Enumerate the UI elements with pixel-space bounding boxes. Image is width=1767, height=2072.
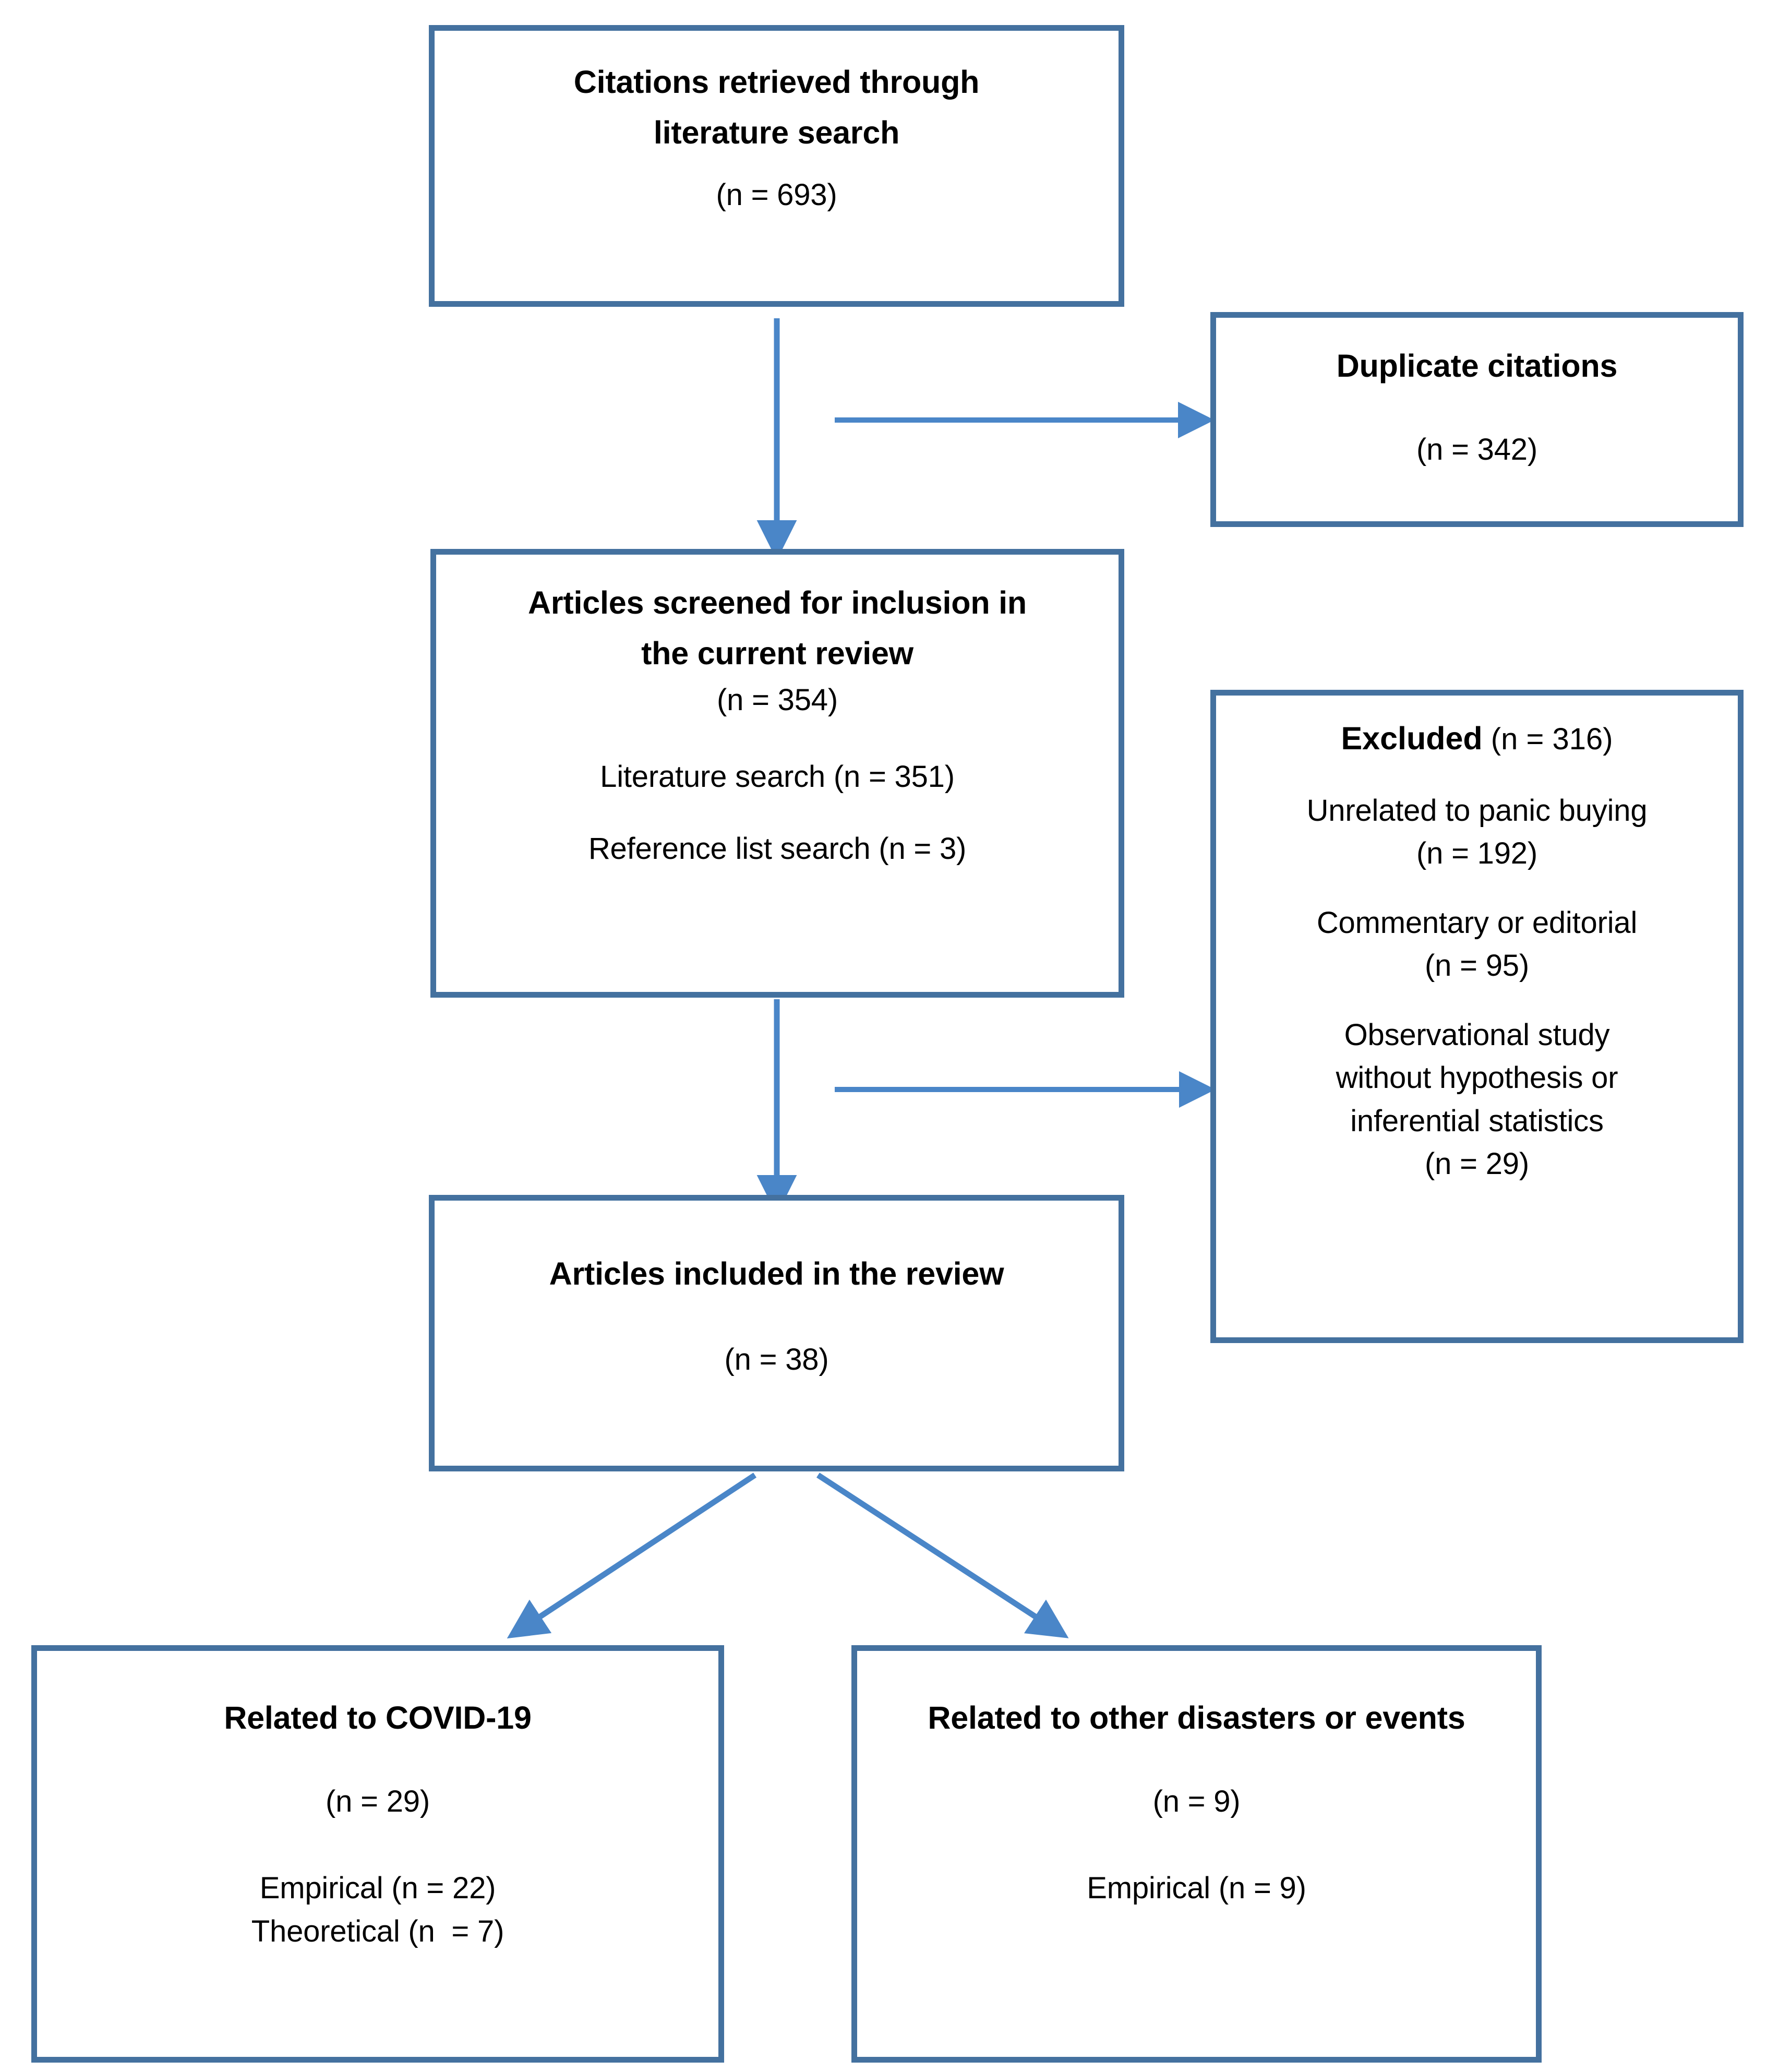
duplicate-citations-count: (n = 342) bbox=[1416, 432, 1537, 466]
box-excluded: Excluded (n = 316) Unrelated to panic bu… bbox=[1210, 690, 1744, 1343]
box-citations-retrieved: Citations retrieved through literature s… bbox=[429, 25, 1124, 307]
articles-included-count: (n = 38) bbox=[724, 1342, 829, 1376]
excluded-heading-count: (n = 316) bbox=[1482, 722, 1613, 756]
box-duplicate-citations: Duplicate citations (n = 342) bbox=[1210, 312, 1744, 527]
duplicate-citations-heading: Duplicate citations bbox=[1336, 348, 1618, 384]
related-covid-heading: Related to COVID-19 bbox=[224, 1700, 532, 1735]
box-articles-screened: Articles screened for inclusion in the c… bbox=[430, 549, 1124, 998]
excluded-reason3-line3: inferential statistics bbox=[1350, 1104, 1604, 1138]
excluded-reason3-count: (n = 29) bbox=[1425, 1147, 1529, 1181]
articles-screened-reference-list-search: Reference list search (n = 3) bbox=[588, 832, 967, 866]
excluded-reason2-count: (n = 95) bbox=[1425, 949, 1529, 983]
arrow-included-to-covid bbox=[507, 1472, 757, 1639]
related-covid-theoretical: Theoretical (n = 7) bbox=[251, 1914, 504, 1948]
articles-screened-literature-search: Literature search (n = 351) bbox=[600, 759, 955, 794]
related-covid-count: (n = 29) bbox=[326, 1784, 430, 1818]
box-related-other: Related to other disasters or events (n … bbox=[851, 1645, 1542, 2063]
related-covid-empirical: Empirical (n = 22) bbox=[259, 1871, 496, 1906]
excluded-reason2-text: Commentary or editorial bbox=[1316, 905, 1638, 940]
citations-retrieved-count: (n = 693) bbox=[716, 178, 837, 212]
box-related-covid: Related to COVID-19 (n = 29) Empirical (… bbox=[31, 1645, 724, 2063]
related-other-empirical: Empirical (n = 9) bbox=[1087, 1871, 1306, 1906]
related-other-heading: Related to other disasters or events bbox=[928, 1700, 1465, 1735]
articles-included-heading: Articles included in the review bbox=[549, 1256, 1004, 1291]
excluded-heading-label: Excluded bbox=[1341, 721, 1483, 756]
excluded-reason3-line2: without hypothesis or bbox=[1336, 1061, 1618, 1095]
articles-screened-heading-line1: Articles screened for inclusion in bbox=[528, 585, 1027, 620]
articles-screened-heading-line2: the current review bbox=[641, 635, 913, 671]
excluded-heading: Excluded (n = 316) bbox=[1341, 717, 1613, 760]
articles-screened-count: (n = 354) bbox=[717, 683, 838, 717]
excluded-reason1-count: (n = 192) bbox=[1416, 836, 1537, 871]
citations-retrieved-heading-line2: literature search bbox=[653, 114, 900, 150]
arrow-included-to-other bbox=[816, 1472, 1069, 1638]
excluded-reason3-line1: Observational study bbox=[1344, 1017, 1610, 1052]
citations-retrieved-heading-line1: Citations retrieved through bbox=[573, 64, 980, 100]
excluded-reason1-text: Unrelated to panic buying bbox=[1306, 793, 1648, 828]
related-other-count: (n = 9) bbox=[1152, 1784, 1241, 1818]
box-articles-included: Articles included in the review (n = 38) bbox=[429, 1195, 1124, 1471]
